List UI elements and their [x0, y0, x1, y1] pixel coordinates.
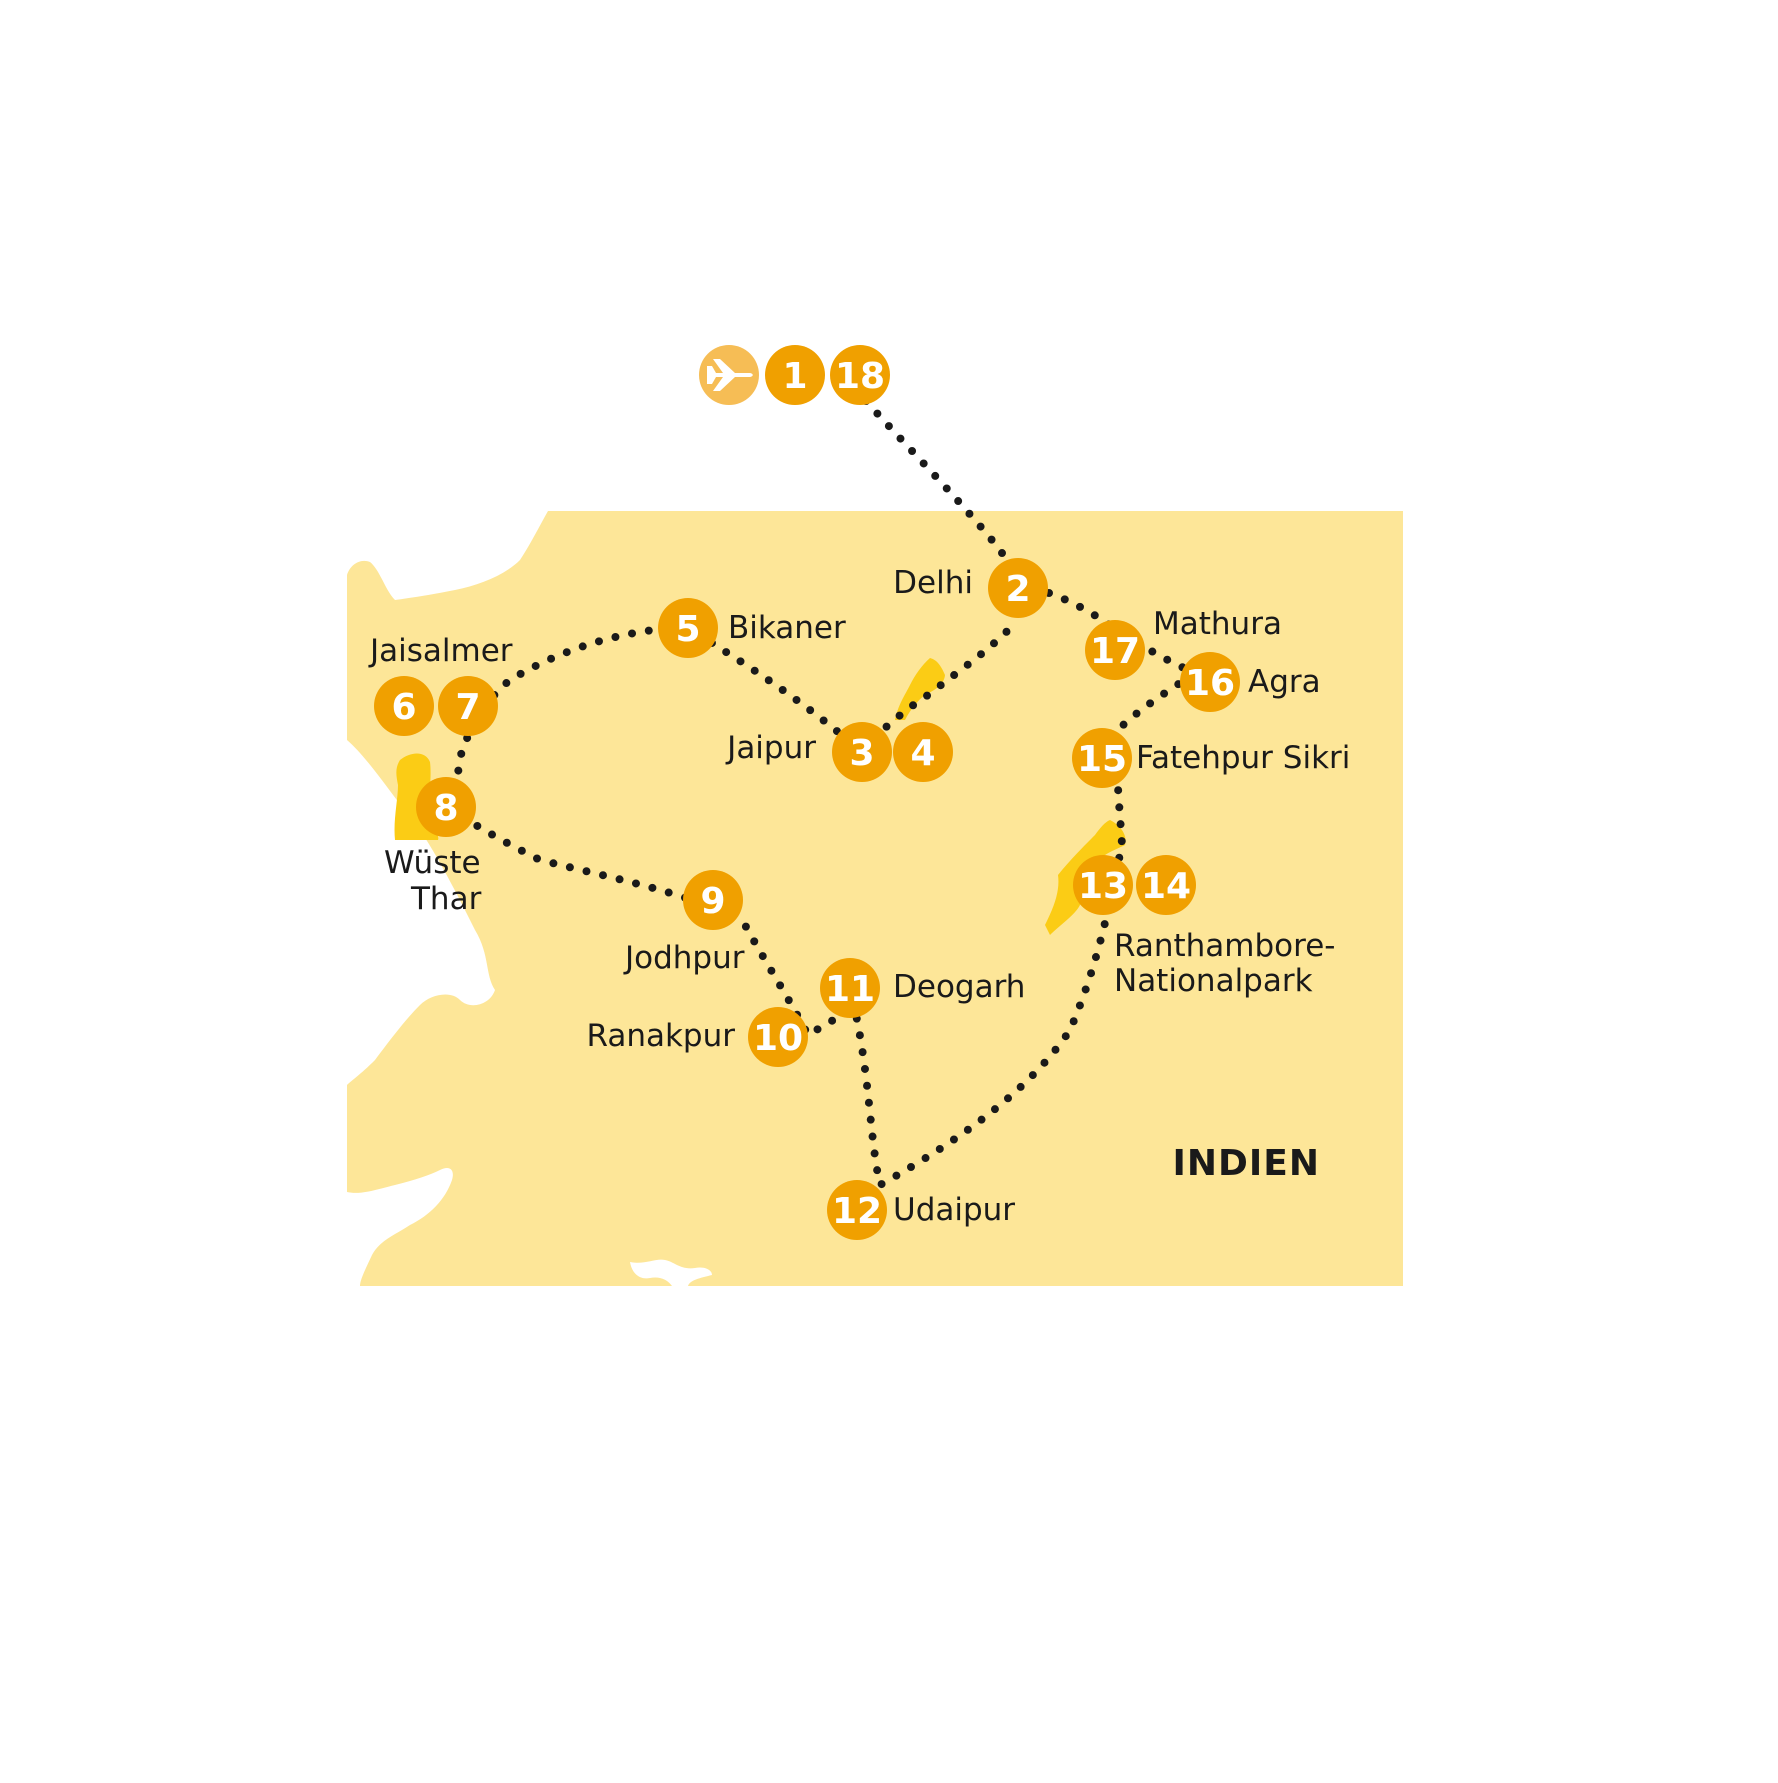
label-thar-line1: Wüste: [384, 845, 481, 881]
stop-number: 3: [849, 733, 874, 774]
stop-badge-12[interactable]: 12: [827, 1180, 887, 1240]
stop-badge-8[interactable]: 8: [416, 777, 476, 837]
stop-badge-11[interactable]: 11: [820, 958, 880, 1018]
stop-badge-18[interactable]: 18: [830, 345, 890, 405]
stop-number: 6: [391, 687, 416, 728]
label-delhi: Delhi: [893, 565, 973, 601]
stop-badge-16[interactable]: 16: [1180, 652, 1240, 712]
stop-badge-15[interactable]: 15: [1072, 728, 1132, 788]
stop-badge-3[interactable]: 3: [832, 722, 892, 782]
stop-number: 16: [1185, 663, 1235, 704]
stop-number: 4: [910, 733, 935, 774]
sea-west: [347, 740, 495, 1085]
label-fatehpur-sikri: Fatehpur Sikri: [1136, 740, 1350, 776]
stop-number: 18: [835, 356, 885, 397]
stop-number: 14: [1141, 866, 1191, 907]
stop-badge-14[interactable]: 14: [1136, 855, 1196, 915]
stop-badge-1[interactable]: 1: [765, 345, 825, 405]
airplane-icon: [707, 359, 753, 391]
stop-badge-13[interactable]: 13: [1073, 855, 1133, 915]
sea-northwest: [347, 511, 548, 600]
stop-number: 1: [782, 356, 807, 397]
stop-badge-2[interactable]: 2: [988, 558, 1048, 618]
lake-south: [630, 1259, 712, 1286]
label-thar-line2: Thar: [410, 881, 482, 917]
stop-badge-7[interactable]: 7: [438, 676, 498, 736]
stop-badge-5[interactable]: 5: [658, 598, 718, 658]
label-udaipur: Udaipur: [893, 1192, 1015, 1228]
stop-number: 7: [455, 687, 480, 728]
label-agra: Agra: [1248, 664, 1321, 700]
stop-number: 11: [825, 969, 875, 1010]
label-ranthambore-line2: Nationalpark: [1114, 963, 1313, 999]
label-deogarh: Deogarh: [893, 969, 1025, 1005]
label-jaisalmer: Jaisalmer: [368, 633, 513, 669]
label-ranthambore-line1: Ranthambore-: [1114, 928, 1335, 964]
stop-number: 5: [675, 609, 700, 650]
stop-number: 12: [832, 1191, 882, 1232]
stop-number: 15: [1077, 739, 1127, 780]
stop-number: 17: [1090, 631, 1140, 672]
stop-badge-17[interactable]: 17: [1085, 620, 1145, 680]
label-mathura: Mathura: [1153, 606, 1282, 642]
stop-number: 10: [753, 1018, 803, 1059]
label-jaipur: Jaipur: [725, 730, 816, 766]
jaipur-highlight: [895, 658, 945, 720]
stop-badge-10[interactable]: 10: [748, 1007, 808, 1067]
label-ranakpur: Ranakpur: [586, 1018, 735, 1054]
label-jodhpur: Jodhpur: [623, 940, 745, 976]
stop-number: 2: [1005, 569, 1030, 610]
stop-badge-9[interactable]: 9: [683, 870, 743, 930]
country-label: INDIEN: [1172, 1143, 1320, 1184]
sea-southwest: [347, 1168, 453, 1286]
stop-number: 9: [700, 881, 725, 922]
stop-badge-4[interactable]: 4: [893, 722, 953, 782]
airport-badge[interactable]: [699, 345, 759, 405]
stop-badge-6[interactable]: 6: [374, 676, 434, 736]
stop-number: 8: [433, 788, 458, 829]
stop-number: 13: [1078, 866, 1128, 907]
label-bikaner: Bikaner: [728, 610, 846, 646]
